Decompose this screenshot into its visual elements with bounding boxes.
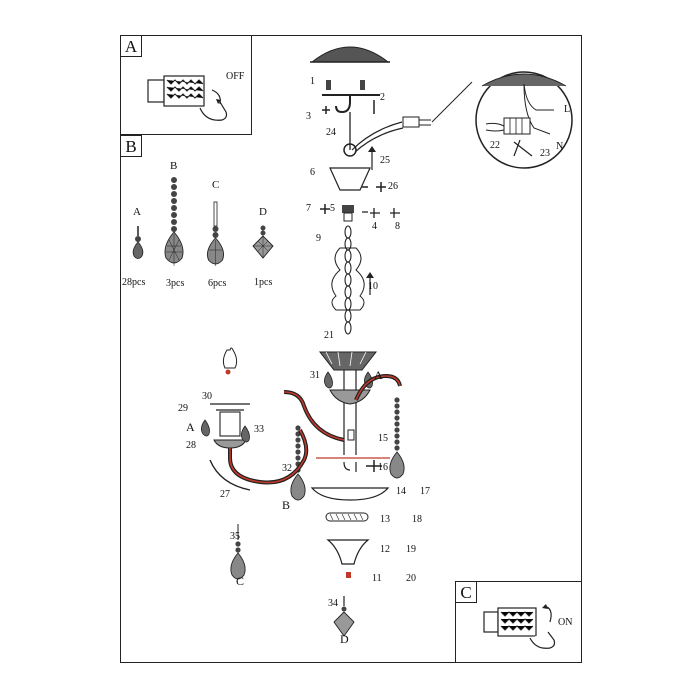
panel-a-inset — [120, 35, 252, 135]
callout-10: 10 — [368, 281, 378, 292]
callout-12: 12 — [380, 544, 390, 555]
callout-25: 25 — [380, 155, 390, 166]
callout-5: 5 — [330, 203, 335, 214]
crystal-a-qty: 28pcs — [122, 277, 146, 288]
callout-32: 32 — [282, 463, 292, 474]
callout-2: 2 — [380, 92, 385, 103]
switch-off-illustration — [147, 75, 228, 121]
callout-17: 17 — [420, 486, 430, 497]
callout-35: 35 — [230, 531, 240, 542]
assembly-letter-a-left: A — [186, 420, 195, 434]
callout-14: 14 — [396, 486, 406, 497]
assembly-letter-c: C — [236, 574, 245, 588]
callout-1: 1 — [310, 76, 315, 87]
crystal-b-icon — [164, 177, 184, 266]
assembly-letter-d: D — [340, 632, 349, 646]
assembly-letter-a-right: A — [374, 368, 383, 382]
callout-13: 13 — [380, 514, 390, 525]
callout-8: 8 — [395, 221, 400, 232]
callout-23: 23 — [540, 148, 550, 159]
callout-15: 15 — [378, 433, 388, 444]
callout-21: 21 — [324, 330, 334, 341]
callout-20: 20 — [406, 573, 416, 584]
callout-16: 16 — [378, 462, 388, 473]
crystal-d-letter: D — [259, 206, 267, 218]
callout-30: 30 — [202, 391, 212, 402]
crystal-d-qty: 1pcs — [254, 277, 273, 288]
callout-11: 11 — [372, 573, 382, 584]
callout-7: 7 — [306, 203, 311, 214]
callout-29: 29 — [178, 403, 188, 414]
callout-3: 3 — [306, 111, 311, 122]
panel-c-label: C — [455, 581, 477, 603]
crystal-d-icon — [252, 225, 274, 259]
callout-6: 6 — [310, 167, 315, 178]
callout-27: 27 — [220, 489, 230, 500]
crystal-a-letter: A — [133, 206, 141, 218]
switch-on-illustration — [483, 604, 556, 649]
panel-b-label: B — [120, 135, 142, 157]
panel-a-label: A — [120, 35, 142, 57]
switch-on-text: ON — [558, 617, 573, 628]
crystal-b-letter: B — [170, 160, 178, 172]
crystal-c-icon — [206, 201, 225, 266]
callout-19: 19 — [406, 544, 416, 555]
wire-label-neutral: N — [556, 141, 564, 152]
callout-33: 33 — [254, 424, 264, 435]
callout-24: 24 — [326, 127, 336, 138]
diagram-frame — [120, 35, 582, 663]
callout-28: 28 — [186, 440, 196, 451]
callout-31: 31 — [310, 370, 320, 381]
crystal-legend — [132, 177, 274, 266]
crystal-b-qty: 3pcs — [166, 278, 185, 289]
callout-22: 22 — [490, 140, 500, 151]
callout-4: 4 — [372, 221, 377, 232]
callout-9: 9 — [316, 233, 321, 244]
crystal-c-qty: 6pcs — [208, 278, 227, 289]
switch-off-text: OFF — [226, 71, 245, 82]
assembly-letter-b: B — [282, 498, 291, 512]
callout-26: 26 — [388, 181, 398, 192]
crystal-a-icon — [132, 226, 144, 259]
callout-34: 34 — [328, 598, 338, 609]
crystal-c-letter: C — [212, 179, 220, 191]
wire-label-live: L — [564, 104, 571, 115]
callout-18: 18 — [412, 514, 422, 525]
